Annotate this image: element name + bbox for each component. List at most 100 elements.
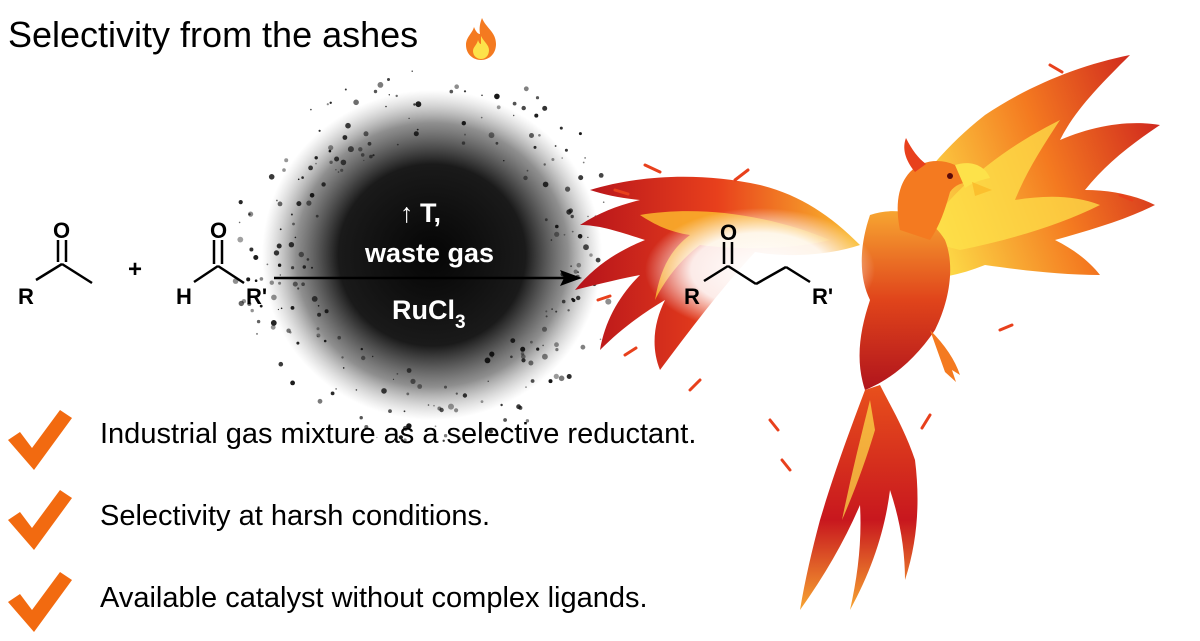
ash-speck	[276, 243, 282, 249]
ash-speck	[282, 168, 286, 172]
ash-speck	[296, 201, 302, 207]
condition-temperature: T,	[420, 198, 441, 228]
ash-speck	[598, 173, 604, 178]
ash-speck	[464, 133, 466, 136]
phoenix-illustration	[575, 55, 1160, 610]
ash-speck	[347, 146, 354, 153]
ash-speck	[254, 279, 258, 283]
ash-speck	[364, 425, 369, 429]
ash-speck	[500, 403, 503, 407]
ash-speck	[561, 157, 563, 159]
ketone-reactant	[35, 240, 93, 285]
ash-speck	[328, 149, 332, 153]
ash-speck	[256, 319, 261, 324]
aldehyde-r-label: R'	[246, 284, 267, 309]
ash-speck	[396, 143, 399, 146]
ash-speck	[290, 380, 295, 386]
ash-speck	[377, 82, 384, 88]
ash-speck	[249, 247, 254, 252]
ash-speck	[442, 439, 445, 442]
ash-speck	[444, 385, 447, 389]
ash-speck	[559, 126, 563, 130]
ash-speck	[387, 78, 390, 81]
ash-speck	[398, 435, 403, 440]
ash-speck	[329, 101, 332, 105]
ash-speck	[413, 103, 416, 106]
ash-speck	[269, 280, 274, 285]
ash-speck	[317, 305, 320, 307]
ash-speck	[278, 361, 284, 367]
ash-speck	[427, 404, 430, 406]
ash-speck	[521, 354, 526, 359]
ash-speck	[253, 255, 259, 260]
ash-speck	[521, 358, 526, 363]
ash-speck	[535, 96, 540, 100]
ash-speck	[290, 306, 295, 310]
ash-speck	[488, 429, 493, 434]
ash-speck	[582, 161, 585, 164]
ash-speck	[542, 344, 544, 347]
ash-speck	[250, 308, 254, 313]
ash-speck	[324, 309, 329, 314]
ash-speck	[278, 281, 282, 285]
ash-speck	[353, 99, 359, 106]
ash-speck	[525, 419, 530, 423]
ash-speck	[310, 108, 312, 111]
ash-speck	[571, 230, 574, 233]
ash-speck	[520, 346, 526, 352]
ash-speck	[342, 367, 345, 369]
ash-speck	[551, 308, 553, 310]
ash-speck	[238, 300, 244, 307]
ash-speck	[454, 408, 459, 413]
ash-speck	[385, 105, 387, 108]
ash-speck	[542, 326, 547, 332]
ash-speck	[578, 132, 582, 136]
ash-speck	[403, 410, 406, 413]
ash-speck	[388, 409, 392, 413]
ash-speck	[345, 122, 351, 129]
ash-speck	[580, 344, 586, 350]
checkmark-icon	[8, 410, 72, 470]
ash-speck	[361, 355, 366, 361]
ash-speck	[503, 160, 505, 162]
ash-speck	[301, 176, 304, 179]
checkmark-icon	[8, 490, 72, 550]
ash-speck	[433, 404, 435, 407]
ash-speck	[373, 89, 378, 94]
ash-speck	[290, 213, 293, 216]
ash-speck	[237, 236, 244, 243]
ash-speck	[455, 392, 458, 395]
ash-speck	[271, 294, 277, 301]
ash-speck	[605, 298, 612, 305]
bullet-text: Selectivity at harsh conditions.	[100, 500, 491, 532]
ash-speck	[521, 105, 526, 111]
ash-speck	[571, 297, 574, 301]
product-molecule	[703, 242, 811, 286]
ash-speck	[358, 147, 363, 152]
ash-speck	[553, 373, 559, 379]
ash-speck	[578, 175, 584, 181]
ash-speck	[525, 386, 527, 388]
ash-speck	[544, 218, 548, 222]
ash-speck	[545, 315, 548, 318]
ash-speck	[496, 105, 501, 110]
ash-speck	[298, 251, 304, 258]
ash-speck	[495, 141, 499, 145]
ash-speck	[355, 389, 358, 391]
ash-speck	[577, 234, 583, 239]
ash-speck	[337, 335, 342, 340]
ash-speck	[238, 221, 241, 224]
ash-speck	[270, 324, 276, 330]
plus-sign: +	[128, 256, 142, 283]
ash-speck	[342, 135, 348, 140]
ash-speck	[566, 374, 572, 379]
ash-speck	[530, 379, 535, 383]
ash-speck	[413, 131, 419, 137]
bullet-text: Industrial gas mixture as a selective re…	[100, 418, 697, 450]
ash-speck	[406, 368, 412, 373]
ash-speck	[268, 174, 275, 180]
ash-speck	[516, 404, 521, 410]
ash-speck	[315, 214, 319, 218]
ash-speck	[555, 310, 558, 313]
ash-speck	[533, 145, 537, 149]
